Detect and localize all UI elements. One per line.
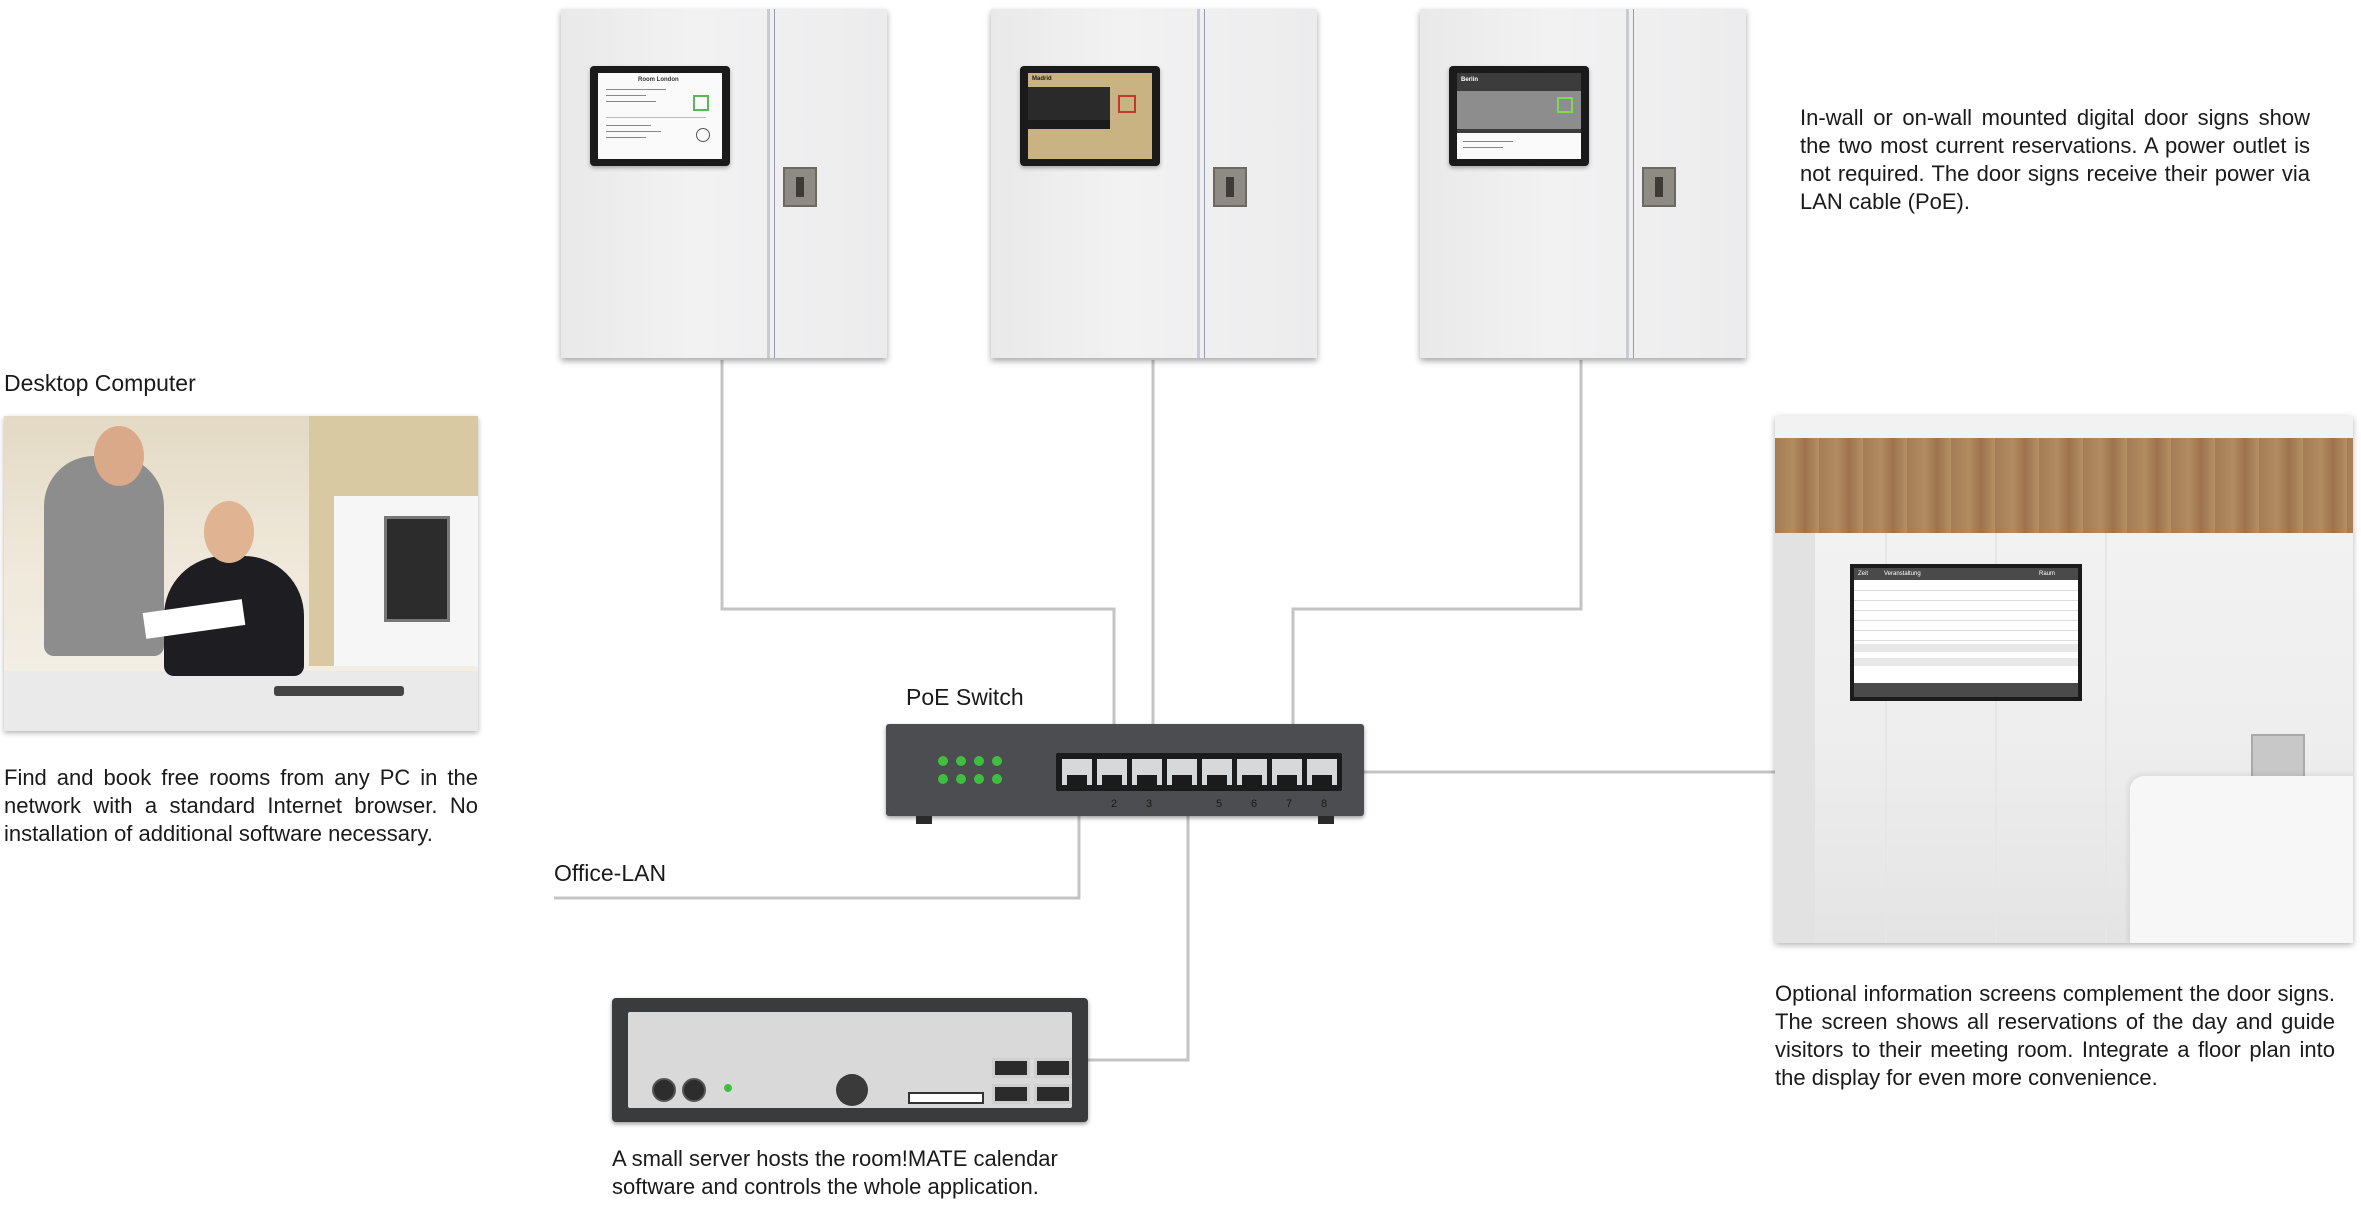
- door-handle: [1213, 167, 1247, 207]
- information-screen: Zeit Veranstaltung Raum: [1850, 564, 2082, 701]
- poe-switch-label: PoE Switch: [906, 684, 1024, 711]
- cable-server: [1088, 782, 1188, 1060]
- usb-port: [1034, 1058, 1072, 1078]
- door-london: Room London: [561, 9, 887, 358]
- status-led: [956, 756, 966, 766]
- status-led: [974, 774, 984, 784]
- ethernet-port: [1167, 759, 1197, 785]
- card-slot: [908, 1092, 984, 1104]
- ethernet-port: [1062, 759, 1092, 785]
- ethernet-port: [1237, 759, 1267, 785]
- door-sign-madrid: Madrid: [1020, 66, 1160, 166]
- laptop: [2251, 734, 2305, 778]
- info-screen-photo: Zeit Veranstaltung Raum: [1775, 416, 2353, 943]
- clock-icon: [696, 128, 710, 142]
- status-led: [992, 774, 1002, 784]
- port-bank: [1056, 753, 1342, 791]
- usb-port: [992, 1058, 1030, 1078]
- usb-port: [992, 1084, 1030, 1104]
- door-sign-room-name: Madrid: [1032, 76, 1052, 82]
- status-led: [974, 756, 984, 766]
- door-handle: [783, 167, 817, 207]
- desktop-description: Find and book free rooms from any PC in …: [4, 764, 478, 848]
- cable-door-berlin: [1293, 360, 1581, 762]
- ethernet-port: [1307, 759, 1337, 785]
- info-row: [1854, 631, 2078, 641]
- audio-jack: [682, 1078, 706, 1102]
- door-sign-room-name: Berlin: [1461, 77, 1478, 83]
- door-madrid: Madrid: [991, 9, 1317, 358]
- office-lan-label: Office-LAN: [554, 860, 666, 887]
- info-row: [1854, 601, 2078, 611]
- door-handle: [1642, 167, 1676, 207]
- info-row: [1854, 591, 2078, 601]
- status-led: [938, 756, 948, 766]
- port-number: 7: [1286, 798, 1292, 810]
- occupied-icon: [1118, 95, 1136, 113]
- door-sign-berlin: Berlin: [1449, 66, 1589, 166]
- keyboard: [274, 686, 404, 696]
- door-signs-description: In-wall or on-wall mounted digital door …: [1800, 104, 2310, 216]
- info-header-room: Raum: [2039, 568, 2055, 580]
- port-number: 5: [1216, 798, 1222, 810]
- available-icon: [693, 95, 709, 111]
- port-number: 3: [1146, 798, 1152, 810]
- info-header-time: Zeit: [1858, 568, 1868, 580]
- server: [612, 998, 1088, 1122]
- ethernet-port: [1272, 759, 1302, 785]
- desktop-computer-label: Desktop Computer: [4, 370, 196, 397]
- desktop-computer-photo: [4, 416, 478, 731]
- door-sign-room-name: Room London: [638, 77, 679, 83]
- door-berlin: Berlin: [1420, 9, 1746, 358]
- info-row: [1854, 621, 2078, 631]
- status-led: [992, 756, 1002, 766]
- ethernet-port: [1097, 759, 1127, 785]
- info-row: [1854, 581, 2078, 591]
- available-icon: [1557, 97, 1573, 113]
- audio-jack: [652, 1078, 676, 1102]
- info-row: [1854, 611, 2078, 621]
- door-sign-london: Room London: [590, 66, 730, 166]
- monitor: [384, 516, 450, 622]
- status-led: [938, 774, 948, 784]
- reception-desk: [2130, 776, 2353, 943]
- ethernet-port: [1132, 759, 1162, 785]
- port-number: 8: [1321, 798, 1327, 810]
- info-header-event: Veranstaltung: [1884, 568, 1921, 580]
- power-button-icon: [836, 1074, 868, 1106]
- poe-switch: [886, 724, 1364, 816]
- ethernet-port: [1202, 759, 1232, 785]
- status-led: [956, 774, 966, 784]
- server-description: A small server hosts the room!MATE calen…: [612, 1145, 1132, 1201]
- port-number: 6: [1251, 798, 1257, 810]
- info-screens-description: Optional information screens complement …: [1775, 980, 2335, 1092]
- power-led: [724, 1084, 732, 1092]
- usb-port: [1034, 1084, 1072, 1104]
- port-number: 2: [1111, 798, 1117, 810]
